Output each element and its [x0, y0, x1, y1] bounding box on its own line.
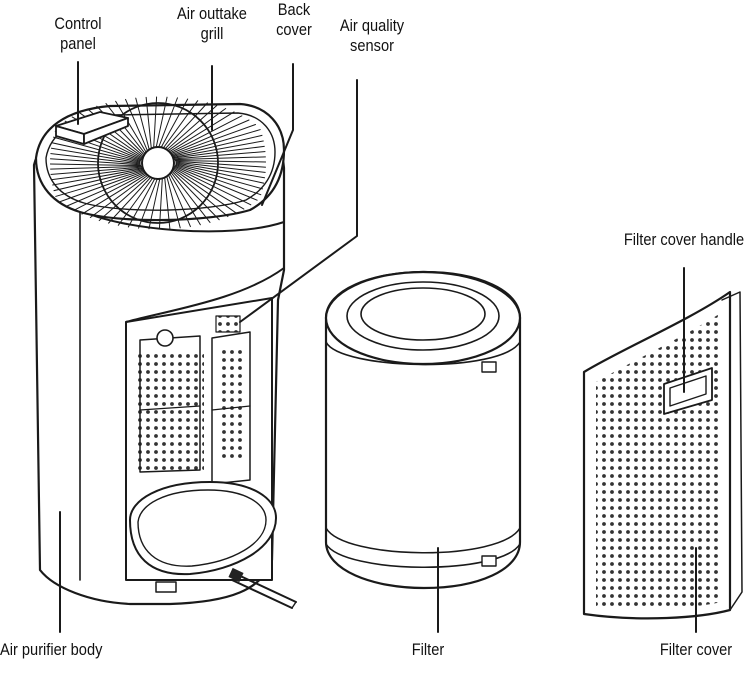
filter-cover [582, 290, 743, 620]
label-filter-cover: Filter cover [659, 640, 733, 659]
leader-air-quality-sensor [239, 79, 358, 323]
air-purifier-body [32, 96, 297, 609]
label-control-panel: Control panel [54, 14, 102, 53]
label-air-purifier-body: Air purifier body [0, 640, 103, 659]
label-filter: Filter [411, 640, 445, 659]
filter-cylinder [324, 270, 522, 590]
label-air-outtake-grill: Air outtake grill [177, 4, 247, 43]
leader-lines [59, 61, 697, 633]
label-filter-cover-handle: Filter cover handle [623, 230, 745, 249]
label-back-cover: Back cover [276, 0, 312, 39]
leader-back-cover [261, 63, 294, 206]
label-air-quality-sensor: Air quality sensor [339, 16, 405, 55]
